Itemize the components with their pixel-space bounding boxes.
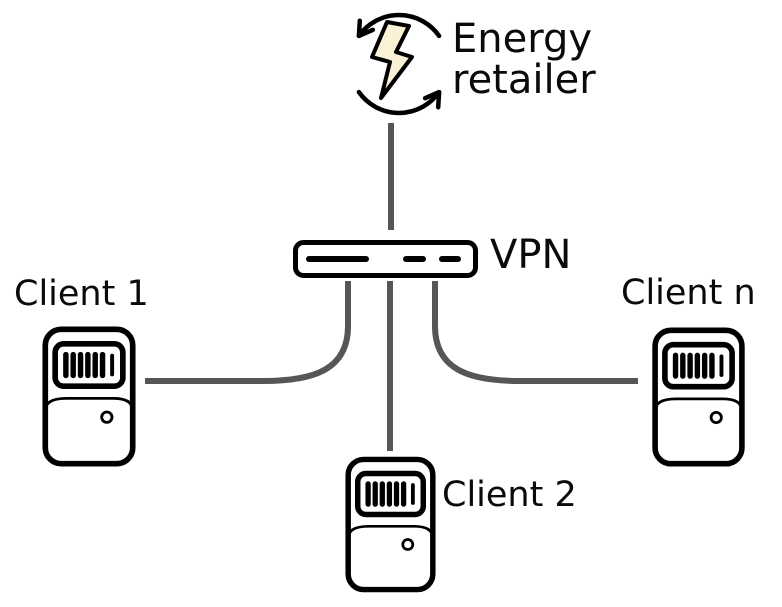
clientn-label: Client n — [621, 273, 756, 313]
smart-meter-icon-client2 — [348, 459, 433, 589]
vpn-box — [293, 240, 478, 278]
edge-vpn-clientn — [432, 281, 638, 384]
edges — [145, 123, 638, 451]
lightning-bolt-icon — [370, 20, 414, 100]
energy-retailer-label-line2: retailer — [452, 57, 596, 103]
edge-vpn-client1 — [145, 281, 351, 384]
cycle-arc-top — [356, 12, 442, 39]
client2-label: Client 2 — [442, 475, 577, 515]
cycle-arrowhead-left — [356, 18, 376, 39]
smart-meter-icon-clientn — [655, 330, 742, 463]
energy-cycle-icon — [356, 12, 442, 116]
vpn-label: VPN — [490, 232, 572, 278]
energy-retailer-label-line1: Energy — [452, 16, 593, 62]
energy-retailer-label: Energy retailer — [452, 19, 596, 101]
cycle-arrowhead-right — [422, 89, 442, 110]
cycle-arc-bottom — [356, 89, 442, 116]
vpn-router-icon — [293, 240, 478, 278]
client1-label: Client 1 — [14, 274, 149, 314]
smart-meter-icon-client1 — [45, 329, 132, 463]
